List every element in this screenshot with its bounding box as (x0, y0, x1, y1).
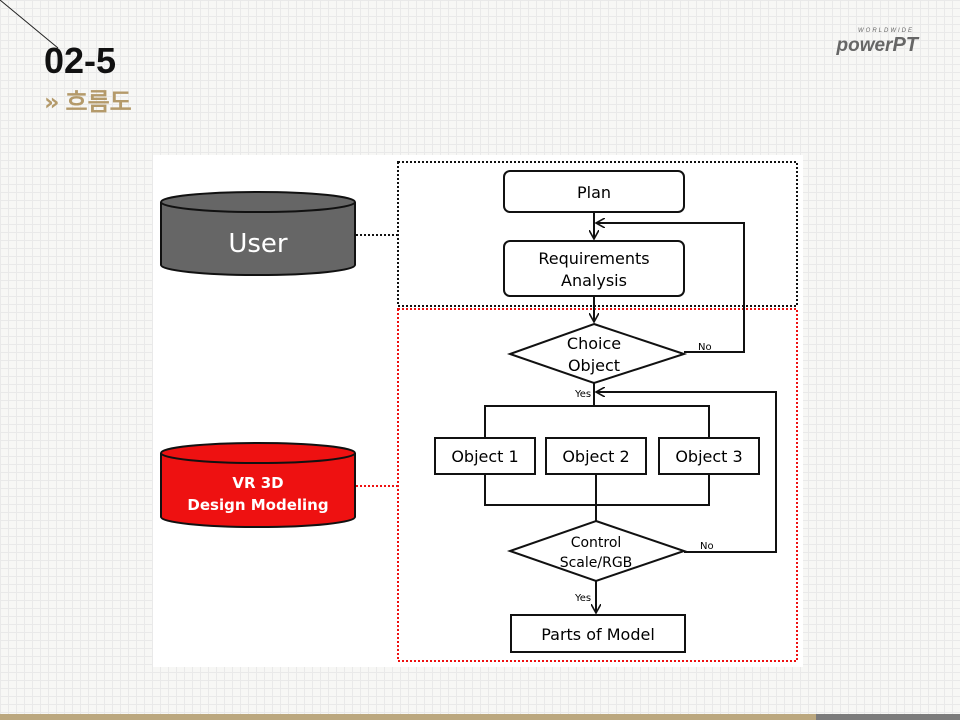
object1-box (434, 437, 536, 475)
control-label-line1: Control (571, 535, 622, 551)
parts-of-model-label: Parts of Model (541, 625, 655, 644)
logo-accent: PT (892, 34, 918, 56)
object3-label: Object 3 (675, 447, 742, 466)
flowchart-panel: User VR 3D Design Modeling Plan Requirem… (153, 155, 803, 667)
slide-subtitle: »흐름도 (44, 82, 132, 117)
logo-tagline: WORLDWIDE (858, 28, 914, 34)
split-bar (484, 405, 710, 438)
flowchart: User VR 3D Design Modeling Plan Requirem… (160, 161, 798, 662)
footer-bar (0, 714, 960, 720)
requirements-label-line2: Analysis (561, 271, 627, 290)
object3-box (658, 437, 760, 475)
subtitle-text: 흐름도 (65, 88, 132, 116)
logo-word: power (836, 35, 893, 56)
vr-label-line1: VR 3D (232, 474, 283, 492)
corner-decoration-line (0, 0, 59, 49)
choice-yes-label: Yes (574, 389, 591, 400)
control-label-line2: Scale/RGB (560, 555, 633, 571)
parts-of-model-box (510, 614, 686, 653)
choice-label-line2: Object (568, 356, 620, 375)
choice-label-line1: Choice (567, 334, 621, 353)
footer-bar-accent (816, 714, 960, 720)
brand-logo: WORLDWIDE powerPT (836, 28, 918, 57)
plan-label: Plan (577, 183, 611, 202)
vr-label-line2: Design Modeling (187, 496, 328, 514)
control-no-loop (597, 392, 777, 553)
choice-no-loop (597, 223, 745, 353)
object2-label: Object 2 (562, 447, 629, 466)
object1-label: Object 1 (451, 447, 518, 466)
requirements-label-line1: Requirements (538, 249, 649, 268)
user-label: User (228, 229, 288, 259)
control-yes-label: Yes (574, 593, 591, 604)
chevron-double-right-icon: » (44, 88, 60, 116)
choice-no-label: No (698, 342, 712, 353)
slide-number: 02-5 (44, 40, 117, 81)
control-no-label: No (700, 541, 714, 552)
control-decision (506, 519, 688, 583)
user-cylinder: User (160, 191, 356, 276)
vr-modeling-cylinder: VR 3D Design Modeling (160, 442, 356, 528)
